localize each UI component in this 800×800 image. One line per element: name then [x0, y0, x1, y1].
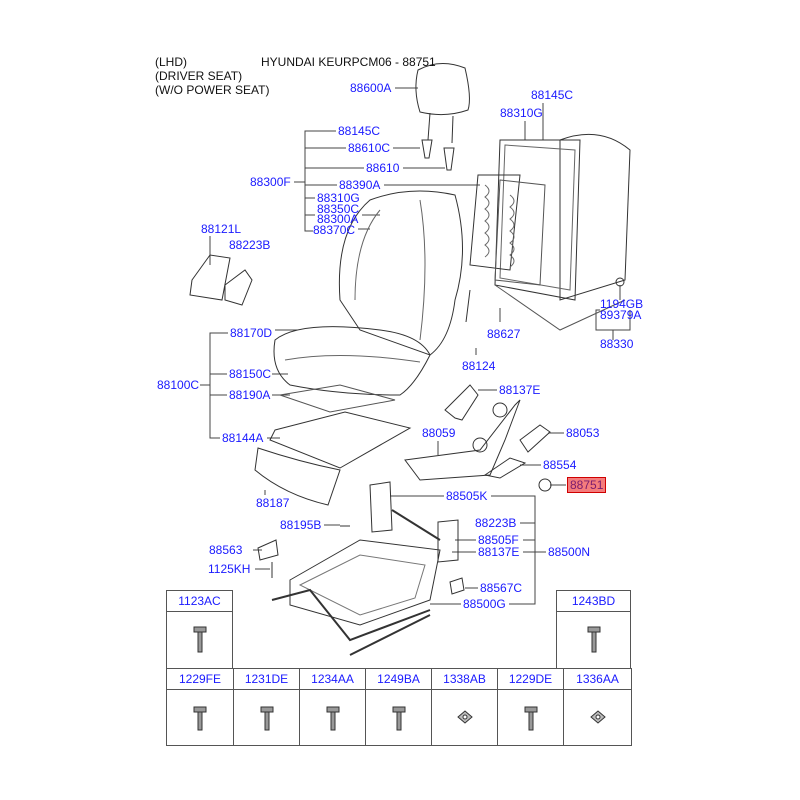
- fastener-code: 1229DE: [498, 669, 563, 690]
- part-label[interactable]: 88310G: [500, 106, 543, 120]
- fastener-cell[interactable]: 1229FE: [166, 668, 234, 746]
- part-label[interactable]: 88310G: [317, 191, 360, 205]
- part-label[interactable]: 88121L: [201, 222, 242, 236]
- part-label[interactable]: 88390A: [339, 178, 381, 192]
- part-label[interactable]: 1125KH: [208, 562, 251, 576]
- part-label[interactable]: 88600A: [350, 81, 392, 95]
- part-label[interactable]: 88563: [209, 543, 243, 557]
- fastener-code: 1229FE: [167, 669, 233, 690]
- part-label[interactable]: 88300A: [317, 212, 359, 226]
- note-wo-power-seat: (W/O POWER SEAT): [155, 83, 270, 97]
- screw-icon: [193, 706, 207, 731]
- recliner-cover-drawing: [404, 384, 552, 492]
- part-label[interactable]: 88610C: [348, 141, 391, 155]
- part-label[interactable]: 88223B: [229, 238, 271, 252]
- fastener-cell[interactable]: 1234AA: [299, 668, 366, 746]
- part-label[interactable]: 88554: [543, 458, 577, 472]
- part-label[interactable]: 88053: [566, 426, 600, 440]
- seatback-cushion-drawing: [338, 190, 463, 356]
- part-label[interactable]: 88500G: [463, 597, 506, 611]
- part-label[interactable]: 88145C: [338, 124, 381, 138]
- seat-cushion-drawing: [254, 326, 431, 506]
- part-label[interactable]: 88300F: [250, 175, 291, 189]
- fastener-code: 1123AC: [167, 591, 232, 612]
- part-label[interactable]: 88137E: [499, 383, 541, 397]
- fastener-code: 1249BA: [366, 669, 431, 690]
- part-label[interactable]: 88223B: [475, 516, 517, 530]
- screw-icon: [392, 706, 405, 731]
- part-label[interactable]: 88190A: [229, 388, 271, 402]
- screw-icon: [524, 706, 537, 731]
- headrest-drawing: [415, 63, 470, 171]
- side-cover-drawing: [189, 254, 253, 306]
- part-label[interactable]: 88567C: [480, 581, 523, 595]
- screw-icon: [326, 706, 339, 731]
- bolt-icon: [193, 626, 206, 653]
- part-label[interactable]: 88100C: [157, 378, 200, 392]
- fastener-code: 1234AA: [300, 669, 365, 690]
- seatback-frame-drawing: [465, 133, 631, 331]
- part-label[interactable]: 88170D: [230, 326, 273, 340]
- diagram-title: HYUNDAI KEURPCM06 - 88751: [261, 55, 436, 69]
- part-label[interactable]: 88059: [422, 426, 456, 440]
- part-label[interactable]: 88187: [256, 496, 290, 510]
- part-label[interactable]: 88195B: [280, 518, 322, 532]
- part-label[interactable]: 88137E: [478, 545, 520, 559]
- fastener-cell[interactable]: 1338AB: [431, 668, 498, 746]
- screw-icon: [260, 706, 273, 731]
- fastener-cell[interactable]: 1249BA: [365, 668, 432, 746]
- fastener-code: 1336AA: [564, 669, 631, 690]
- fastener-cell[interactable]: 1231DE: [233, 668, 300, 746]
- part-label[interactable]: 1194GB: [600, 297, 644, 311]
- screw-icon: [587, 626, 600, 653]
- fastener-code: 1338AB: [432, 669, 497, 690]
- nut-icon: [456, 710, 473, 724]
- nut-icon: [589, 710, 606, 724]
- part-label[interactable]: 88370C: [313, 223, 356, 237]
- note-lhd: (LHD): [155, 55, 187, 69]
- part-label[interactable]: 88150C: [229, 367, 272, 381]
- fastener-cell[interactable]: 1229DE: [497, 668, 564, 746]
- part-label[interactable]: 88144A: [222, 431, 264, 445]
- part-label[interactable]: 88145C: [531, 88, 574, 102]
- part-label[interactable]: 88124: [462, 359, 496, 373]
- fastener-cell[interactable]: 1123AC: [166, 590, 233, 669]
- fastener-code: 1243BD: [557, 591, 630, 612]
- part-label[interactable]: 88505F: [478, 533, 519, 547]
- fastener-cell[interactable]: 1336AA: [563, 668, 632, 746]
- leader-lines: [200, 87, 631, 605]
- part-label[interactable]: 88505K: [446, 489, 488, 503]
- note-driver-seat: (DRIVER SEAT): [155, 69, 243, 83]
- part-label[interactable]: 88610: [366, 161, 400, 175]
- part-label[interactable]: 88350C: [317, 202, 360, 216]
- part-label[interactable]: 88500N: [548, 545, 591, 559]
- fastener-cell[interactable]: 1243BD: [556, 590, 631, 669]
- highlighted-part-label[interactable]: 88751: [567, 477, 607, 493]
- part-label[interactable]: 88330: [600, 337, 634, 351]
- part-label[interactable]: 88627: [487, 327, 521, 341]
- seat-track-drawing: [257, 481, 465, 656]
- fastener-code: 1231DE: [234, 669, 299, 690]
- part-label[interactable]: 89379A: [600, 308, 642, 322]
